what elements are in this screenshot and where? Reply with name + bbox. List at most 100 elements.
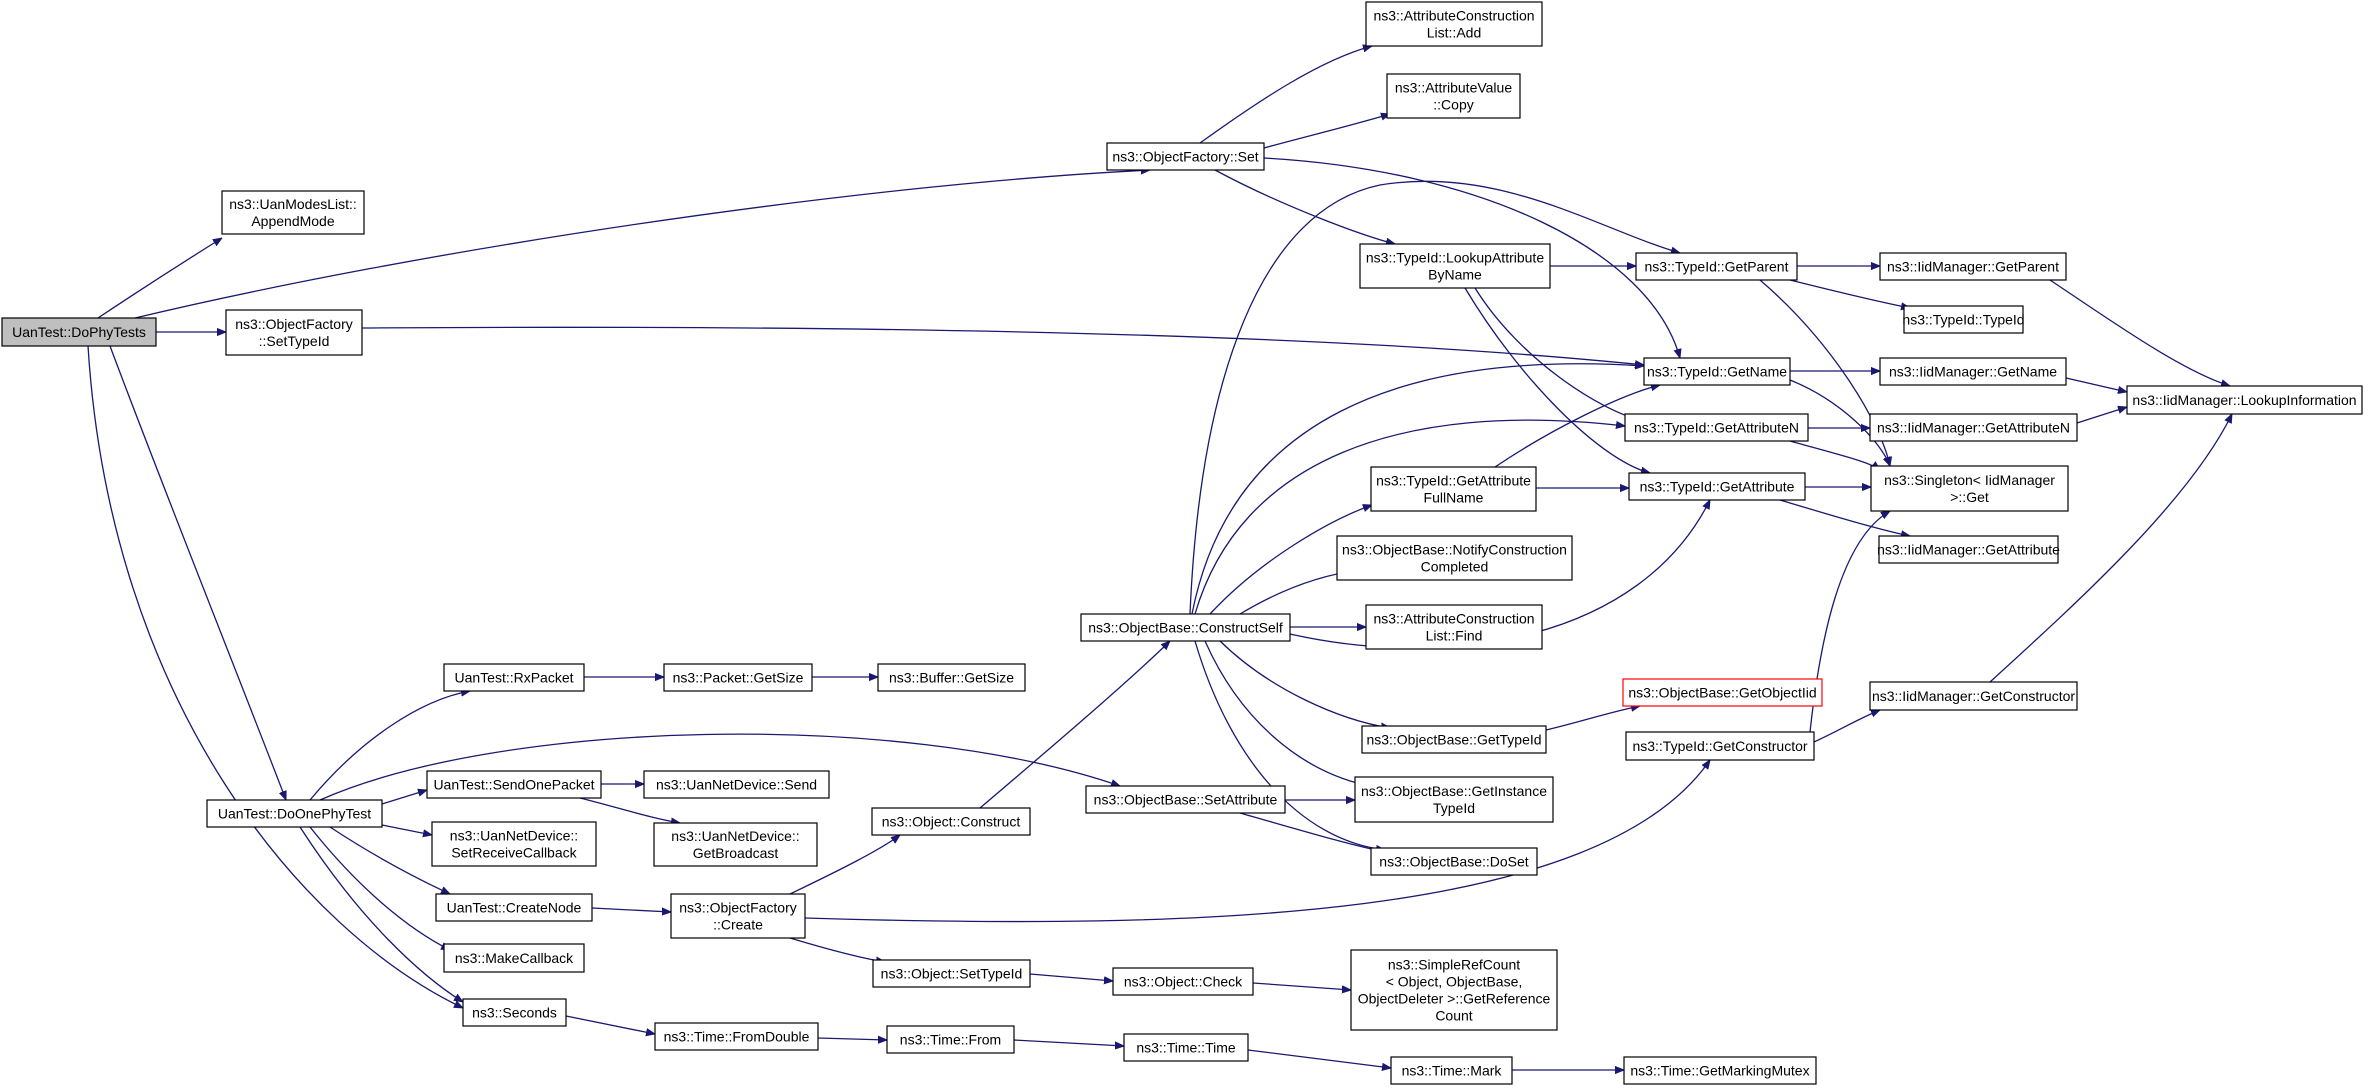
node-attrvalcopy[interactable]: ns3::AttributeValue::Copy xyxy=(1386,73,1521,119)
node-time-from[interactable]: ns3::Time::From xyxy=(886,1025,1015,1054)
node-packet-getsize[interactable]: ns3::Packet::GetSize xyxy=(663,663,813,692)
node-box[interactable] xyxy=(1365,604,1543,650)
node-dophytests[interactable]: UanTest::DoPhyTests xyxy=(1,317,157,347)
node-ob-notify[interactable]: ns3::ObjectBase::NotifyConstructionCompl… xyxy=(1336,535,1573,581)
node-box[interactable] xyxy=(426,770,602,799)
node-iid-lookup[interactable]: ns3::IidManager::LookupInformation xyxy=(2126,385,2363,415)
node-box[interactable] xyxy=(462,998,567,1027)
node-box[interactable] xyxy=(1080,613,1291,642)
node-box[interactable] xyxy=(1635,252,1798,281)
node-tid-typeid[interactable]: ns3::TypeId::TypeId xyxy=(1902,305,2025,334)
node-box[interactable] xyxy=(1879,252,2067,281)
node-box[interactable] xyxy=(443,943,585,973)
node-box[interactable] xyxy=(1370,466,1537,512)
node-box[interactable] xyxy=(221,190,365,235)
node-netdev-getbroadcast[interactable]: ns3::UanNetDevice::GetBroadcast xyxy=(653,822,818,867)
node-box[interactable] xyxy=(1350,949,1558,1031)
node-appendmode[interactable]: ns3::UanModesList::AppendMode xyxy=(221,190,365,235)
node-box[interactable] xyxy=(1123,1033,1249,1062)
node-box[interactable] xyxy=(877,663,1026,692)
node-sendonepacket[interactable]: UanTest::SendOnePacket xyxy=(426,770,602,799)
node-box[interactable] xyxy=(1361,725,1547,754)
node-box[interactable] xyxy=(1643,357,1791,386)
node-box[interactable] xyxy=(1628,472,1806,501)
node-box[interactable] xyxy=(2126,385,2363,415)
node-of-create[interactable]: ns3::ObjectFactory::Create xyxy=(670,893,806,939)
node-box[interactable] xyxy=(872,959,1031,988)
node-ofsettypeid[interactable]: ns3::ObjectFactory::SetTypeId xyxy=(225,309,363,356)
node-simplerefcount[interactable]: ns3::SimpleRefCount< Object, ObjectBase,… xyxy=(1350,949,1558,1031)
node-obj-check[interactable]: ns3::Object::Check xyxy=(1112,967,1254,996)
node-box[interactable] xyxy=(663,663,813,692)
node-iid-getname[interactable]: ns3::IidManager::GetName xyxy=(1879,357,2067,386)
node-tid-getattrn[interactable]: ns3::TypeId::GetAttributeN xyxy=(1624,413,1809,442)
node-box[interactable] xyxy=(206,799,383,828)
node-box[interactable] xyxy=(1625,731,1815,761)
node-box[interactable] xyxy=(1869,681,2078,711)
node-ob-setattribute[interactable]: ns3::ObjectBase::SetAttribute xyxy=(1085,785,1286,814)
node-tid-getconstructor[interactable]: ns3::TypeId::GetConstructor xyxy=(1625,731,1815,761)
node-box[interactable] xyxy=(1622,678,1823,707)
node-ob-constructself[interactable]: ns3::ObjectBase::ConstructSelf xyxy=(1080,613,1291,642)
node-tid-getname[interactable]: ns3::TypeId::GetName xyxy=(1643,357,1791,386)
node-time-fromdouble[interactable]: ns3::Time::FromDouble xyxy=(654,1022,819,1051)
node-tid-getparent[interactable]: ns3::TypeId::GetParent xyxy=(1635,252,1798,281)
node-ofset[interactable]: ns3::ObjectFactory::Set xyxy=(1106,142,1265,171)
node-ob-getobjectiid[interactable]: ns3::ObjectBase::GetObjectIid xyxy=(1622,678,1823,707)
node-box[interactable] xyxy=(1869,413,2078,442)
node-netdev-setrecv[interactable]: ns3::UanNetDevice::SetReceiveCallback xyxy=(431,821,597,867)
node-iid-getconstructor[interactable]: ns3::IidManager::GetConstructor xyxy=(1869,681,2078,711)
node-box[interactable] xyxy=(886,1025,1015,1054)
node-rxpacket[interactable]: UanTest::RxPacket xyxy=(443,663,585,692)
node-obj-construct[interactable]: ns3::Object::Construct xyxy=(871,807,1031,836)
node-obj-settypeid[interactable]: ns3::Object::SetTypeId xyxy=(872,959,1031,988)
node-singleton-get[interactable]: ns3::Singleton< IidManager>::Get xyxy=(1870,465,2069,512)
node-createnode[interactable]: UanTest::CreateNode xyxy=(435,893,593,922)
node-box[interactable] xyxy=(1359,243,1551,289)
node-time-time[interactable]: ns3::Time::Time xyxy=(1123,1033,1249,1062)
node-iid-getattr[interactable]: ns3::IidManager::GetAttribute xyxy=(1877,535,2060,564)
node-box[interactable] xyxy=(1624,413,1809,442)
node-box[interactable] xyxy=(1354,776,1554,823)
node-box[interactable] xyxy=(1878,535,2059,564)
node-time-mark[interactable]: ns3::Time::Mark xyxy=(1390,1056,1513,1085)
node-box[interactable] xyxy=(643,770,830,799)
node-box[interactable] xyxy=(1903,305,2024,334)
node-box[interactable] xyxy=(1386,73,1521,119)
node-box[interactable] xyxy=(654,1022,819,1051)
node-iid-getattrn[interactable]: ns3::IidManager::GetAttributeN xyxy=(1869,413,2078,442)
node-box[interactable] xyxy=(1879,357,2067,386)
node-box[interactable] xyxy=(1,317,157,347)
node-time-getmarkingmutex[interactable]: ns3::Time::GetMarkingMutex xyxy=(1623,1056,1817,1085)
node-box[interactable] xyxy=(1112,967,1254,996)
node-box[interactable] xyxy=(871,807,1031,836)
node-seconds[interactable]: ns3::Seconds xyxy=(462,998,567,1027)
node-box[interactable] xyxy=(431,821,597,867)
node-ob-gettypeid[interactable]: ns3::ObjectBase::GetTypeId xyxy=(1361,725,1547,754)
node-doonephytest[interactable]: UanTest::DoOnePhyTest xyxy=(206,799,383,828)
node-box[interactable] xyxy=(1336,535,1573,581)
node-box[interactable] xyxy=(1365,1,1543,47)
node-box[interactable] xyxy=(1623,1056,1817,1085)
node-box[interactable] xyxy=(443,663,585,692)
node-box[interactable] xyxy=(1085,785,1286,814)
node-tid-getattr[interactable]: ns3::TypeId::GetAttribute xyxy=(1628,472,1806,501)
node-makecallback[interactable]: ns3::MakeCallback xyxy=(443,943,585,973)
node-box[interactable] xyxy=(1870,465,2069,512)
node-box[interactable] xyxy=(1370,847,1538,876)
node-iid-getparent[interactable]: ns3::IidManager::GetParent xyxy=(1879,252,2067,281)
node-box[interactable] xyxy=(225,309,363,356)
node-box[interactable] xyxy=(1390,1056,1513,1085)
node-box[interactable] xyxy=(1106,142,1265,171)
node-box[interactable] xyxy=(435,893,593,922)
node-ob-doset[interactable]: ns3::ObjectBase::DoSet xyxy=(1370,847,1538,876)
node-buffer-getsize[interactable]: ns3::Buffer::GetSize xyxy=(877,663,1026,692)
node-box[interactable] xyxy=(653,822,818,867)
node-netdev-send[interactable]: ns3::UanNetDevice::Send xyxy=(643,770,830,799)
node-box[interactable] xyxy=(670,893,806,939)
